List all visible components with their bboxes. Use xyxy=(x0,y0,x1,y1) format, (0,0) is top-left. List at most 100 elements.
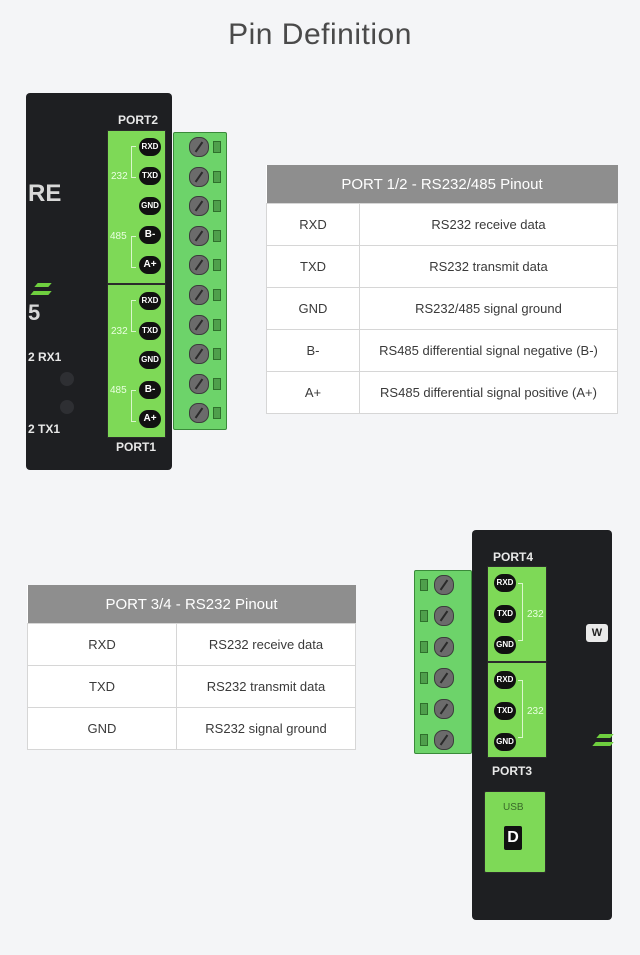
desc-cell: RS485 differential signal positive (A+) xyxy=(359,371,618,414)
table-header: PORT 3/4 - RS232 Pinout xyxy=(27,585,356,624)
usb-port-icon: D xyxy=(504,826,522,850)
terminal-tab xyxy=(213,259,221,272)
port2-232-bracket xyxy=(131,146,136,178)
brand-logo-icon: W xyxy=(586,624,608,642)
table-header: PORT 1/2 - RS232/485 Pinout xyxy=(266,165,618,204)
terminal-screw xyxy=(189,166,209,187)
terminal-block-bottom xyxy=(414,570,472,754)
port2-pin-txd: TXD xyxy=(139,167,161,185)
port4-pin-gnd: GND xyxy=(494,636,516,654)
port4-232-label: 232 xyxy=(527,609,544,620)
terminal-screw xyxy=(189,403,209,424)
port4-pin-rxd: RXD xyxy=(494,574,516,592)
logo-stripe xyxy=(30,291,52,295)
port2-485-label: 485 xyxy=(110,231,127,242)
terminal-screw xyxy=(189,137,209,157)
table-row: B- RS485 differential signal negative (B… xyxy=(266,329,618,372)
table-row: RXD RS232 receive data xyxy=(27,623,356,666)
port1-label: PORT1 xyxy=(116,440,157,454)
terminal-screw xyxy=(189,196,209,217)
port1-485-bracket xyxy=(131,390,136,422)
page-title: Pin Definition xyxy=(228,18,412,51)
port2-pin-rxd: RXD xyxy=(139,138,161,156)
desc-cell: RS232/485 signal ground xyxy=(359,287,618,330)
terminal-tab xyxy=(213,141,221,153)
desc-cell: RS232 receive data xyxy=(176,623,356,666)
desc-cell: RS232 transmit data xyxy=(359,245,618,288)
terminal-screw xyxy=(434,637,454,657)
port1-485-label: 485 xyxy=(110,385,127,396)
usb-label: USB xyxy=(503,802,524,813)
tx-led xyxy=(60,400,74,414)
table-row: TXD RS232 transmit data xyxy=(27,665,356,708)
port1-pin-txd: TXD xyxy=(139,322,161,340)
terminal-screw xyxy=(189,314,209,335)
terminal-tab xyxy=(420,703,428,715)
table-row: GND RS232 signal ground xyxy=(27,707,356,750)
terminal-tab xyxy=(213,170,221,183)
port3-pin-rxd: RXD xyxy=(494,671,516,689)
tx-led-label: 2 TX1 xyxy=(28,422,61,436)
terminal-tab xyxy=(420,610,428,622)
port4-label: PORT4 xyxy=(493,550,534,564)
port1-pin-gnd: GND xyxy=(139,351,161,369)
pin-cell: GND xyxy=(266,287,360,330)
terminal-tab xyxy=(420,734,428,746)
port3-232-bracket xyxy=(518,680,523,738)
port2-label: PORT2 xyxy=(118,113,159,127)
port1-pin-b: B- xyxy=(139,381,161,399)
pin-cell: RXD xyxy=(266,203,360,246)
port2-pin-a: A+ xyxy=(139,256,161,274)
terminal-screw xyxy=(434,668,454,688)
terminal-tab xyxy=(420,579,428,591)
terminal-tab xyxy=(213,377,221,390)
terminal-screw xyxy=(189,373,209,394)
port2-pin-b: B- xyxy=(139,226,161,244)
device-logo-fragment: RE xyxy=(28,180,62,207)
terminal-tab xyxy=(213,229,221,242)
terminal-screw xyxy=(189,285,209,305)
port4-pin-txd: TXD xyxy=(494,605,516,623)
desc-cell: RS485 differential signal negative (B-) xyxy=(359,329,618,372)
port3-label: PORT3 xyxy=(492,764,533,778)
terminal-tab xyxy=(213,289,221,301)
port3-232-label: 232 xyxy=(527,706,544,717)
pinout-table-port12: PORT 1/2 - RS232/485 Pinout RXD RS232 re… xyxy=(266,165,618,414)
terminal-screw xyxy=(434,606,454,626)
terminal-screw xyxy=(434,699,454,719)
port1-232-label: 232 xyxy=(111,326,128,337)
table-row: GND RS232/485 signal ground xyxy=(266,287,618,330)
port2-pin-gnd: GND xyxy=(139,197,161,215)
pinout-table-port34: PORT 3/4 - RS232 Pinout RXD RS232 receiv… xyxy=(27,585,356,750)
rx-led-label: 2 RX1 xyxy=(28,350,62,364)
pin-cell: RXD xyxy=(27,623,177,666)
terminal-tab xyxy=(420,641,428,653)
terminal-tab xyxy=(420,672,428,684)
port1-pin-rxd: RXD xyxy=(139,292,161,310)
port2-485-bracket xyxy=(131,236,136,268)
pin-cell: B- xyxy=(266,329,360,372)
desc-cell: RS232 transmit data xyxy=(176,665,356,708)
terminal-screw xyxy=(189,225,209,246)
terminal-tab xyxy=(213,200,221,213)
terminal-tab xyxy=(213,348,221,361)
port1-pin-a: A+ xyxy=(139,410,161,428)
port3-pin-txd: TXD xyxy=(494,702,516,720)
logo-stripe xyxy=(592,742,614,746)
pin-cell: TXD xyxy=(27,665,177,708)
pin-cell: TXD xyxy=(266,245,360,288)
port4-232-bracket xyxy=(518,583,523,641)
table-row: A+ RS485 differential signal positive (A… xyxy=(266,371,618,414)
pin-cell: A+ xyxy=(266,371,360,414)
port3-pin-gnd: GND xyxy=(494,733,516,751)
port1-232-bracket xyxy=(131,300,136,332)
terminal-screw xyxy=(189,344,209,365)
port2-232-label: 232 xyxy=(111,171,128,182)
terminal-screw xyxy=(434,575,454,595)
desc-cell: RS232 signal ground xyxy=(176,707,356,750)
device-logo-fragment-2: 5 xyxy=(28,300,41,325)
table-row: RXD RS232 receive data xyxy=(266,203,618,246)
terminal-tab xyxy=(213,407,221,420)
pin-cell: GND xyxy=(27,707,177,750)
table-row: TXD RS232 transmit data xyxy=(266,245,618,288)
